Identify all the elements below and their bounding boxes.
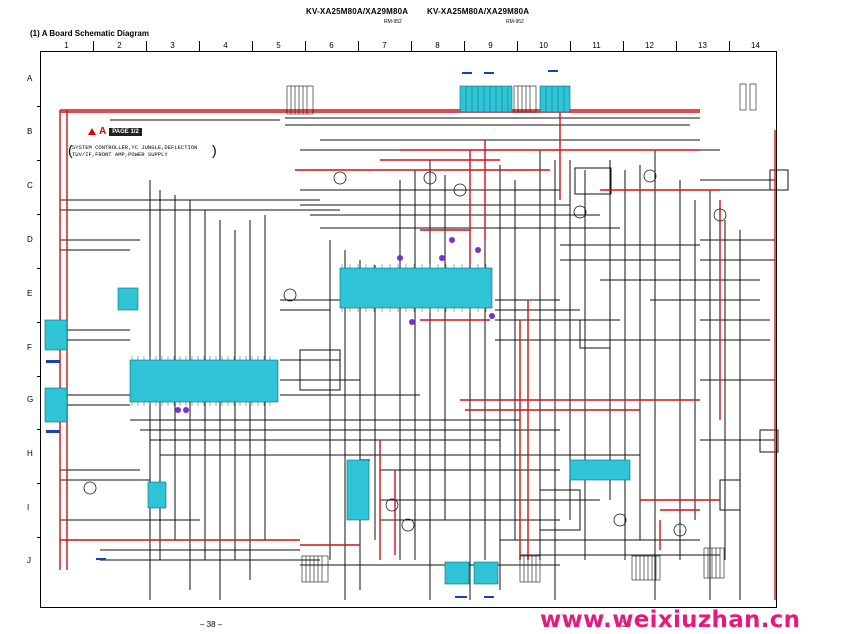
row-ruler: A B C D E F G H I J <box>25 52 40 612</box>
black-traces <box>60 111 789 600</box>
blue-notes <box>46 70 558 598</box>
row-label: H <box>27 449 33 458</box>
column-label: 10 <box>539 41 548 50</box>
column-label: 1 <box>64 41 69 50</box>
model-title-right: KV-XA25M80A/XA29M80A <box>427 7 530 16</box>
description-brace-left: ( <box>68 142 73 158</box>
column-ruler: 1 2 3 4 5 6 7 8 9 10 11 12 13 14 <box>40 41 777 52</box>
ic-connector-c <box>444 561 470 585</box>
column-label: 8 <box>435 41 440 50</box>
row-label: E <box>27 289 33 298</box>
page-number-right: 39 <box>622 620 631 629</box>
column-label: 2 <box>117 41 122 50</box>
ic-system-controller <box>129 359 279 403</box>
ic-yc-jungle <box>339 267 493 309</box>
column-label: 12 <box>645 41 654 50</box>
remote-label-right: RM-952 <box>506 19 524 25</box>
frame-right <box>776 52 777 608</box>
column-label: 6 <box>329 41 334 50</box>
page-label: PAGE 1/2 <box>109 127 142 136</box>
column-label: 11 <box>592 41 601 50</box>
column-label: 13 <box>698 41 707 50</box>
pin-headers <box>286 83 757 583</box>
description-line: TUV/IF,FRONT AMP,POWER SUPPLY <box>72 151 168 158</box>
warning-triangle-icon <box>88 128 96 135</box>
watermark: www.weixiuzhan.cn <box>540 607 801 633</box>
description-line: SYSTEM CONTROLLER,YC JUNGLE,DEFLECTION <box>72 144 198 151</box>
frame-bottom <box>40 607 777 608</box>
ic-blocks <box>44 85 631 585</box>
sheet-title: (1) A Board Schematic Diagram <box>30 29 149 38</box>
column-label: 5 <box>276 41 281 50</box>
frame-left <box>40 52 41 608</box>
column-label: 7 <box>382 41 387 50</box>
row-label: D <box>27 235 33 244</box>
red-traces <box>59 109 776 600</box>
row-label: G <box>27 395 34 404</box>
ic-pins <box>131 86 565 406</box>
ic-deflection <box>346 459 370 521</box>
column-label: 9 <box>488 41 493 50</box>
row-label: I <box>27 503 30 512</box>
ic-jack-lower <box>44 387 68 423</box>
column-label: 14 <box>751 41 760 50</box>
transistors <box>83 169 727 537</box>
row-label: A <box>27 74 33 83</box>
column-label: 3 <box>170 41 175 50</box>
row-label: F <box>27 343 32 352</box>
row-label: J <box>27 556 31 565</box>
ic-jack-upper <box>44 319 68 351</box>
ic-eeprom <box>117 287 139 311</box>
column-label: 4 <box>223 41 228 50</box>
ic-connector-b <box>539 85 571 113</box>
row-label: B <box>27 127 33 136</box>
page-letter: A <box>99 126 107 137</box>
ic-regulator <box>147 481 167 509</box>
test-point-markers <box>175 237 495 413</box>
ic-audio <box>569 459 631 481</box>
row-label: C <box>27 181 33 190</box>
page-number-left: – 38 – <box>200 620 223 629</box>
ic-connector-d <box>473 561 499 585</box>
page-badge: A PAGE 1/2 <box>88 126 142 137</box>
description-brace-right: ) <box>212 142 217 158</box>
remote-label-left: RM-952 <box>384 19 402 25</box>
model-title-left: KV-XA25M80A/XA29M80A <box>306 7 409 16</box>
ic-connector-a <box>459 85 513 113</box>
